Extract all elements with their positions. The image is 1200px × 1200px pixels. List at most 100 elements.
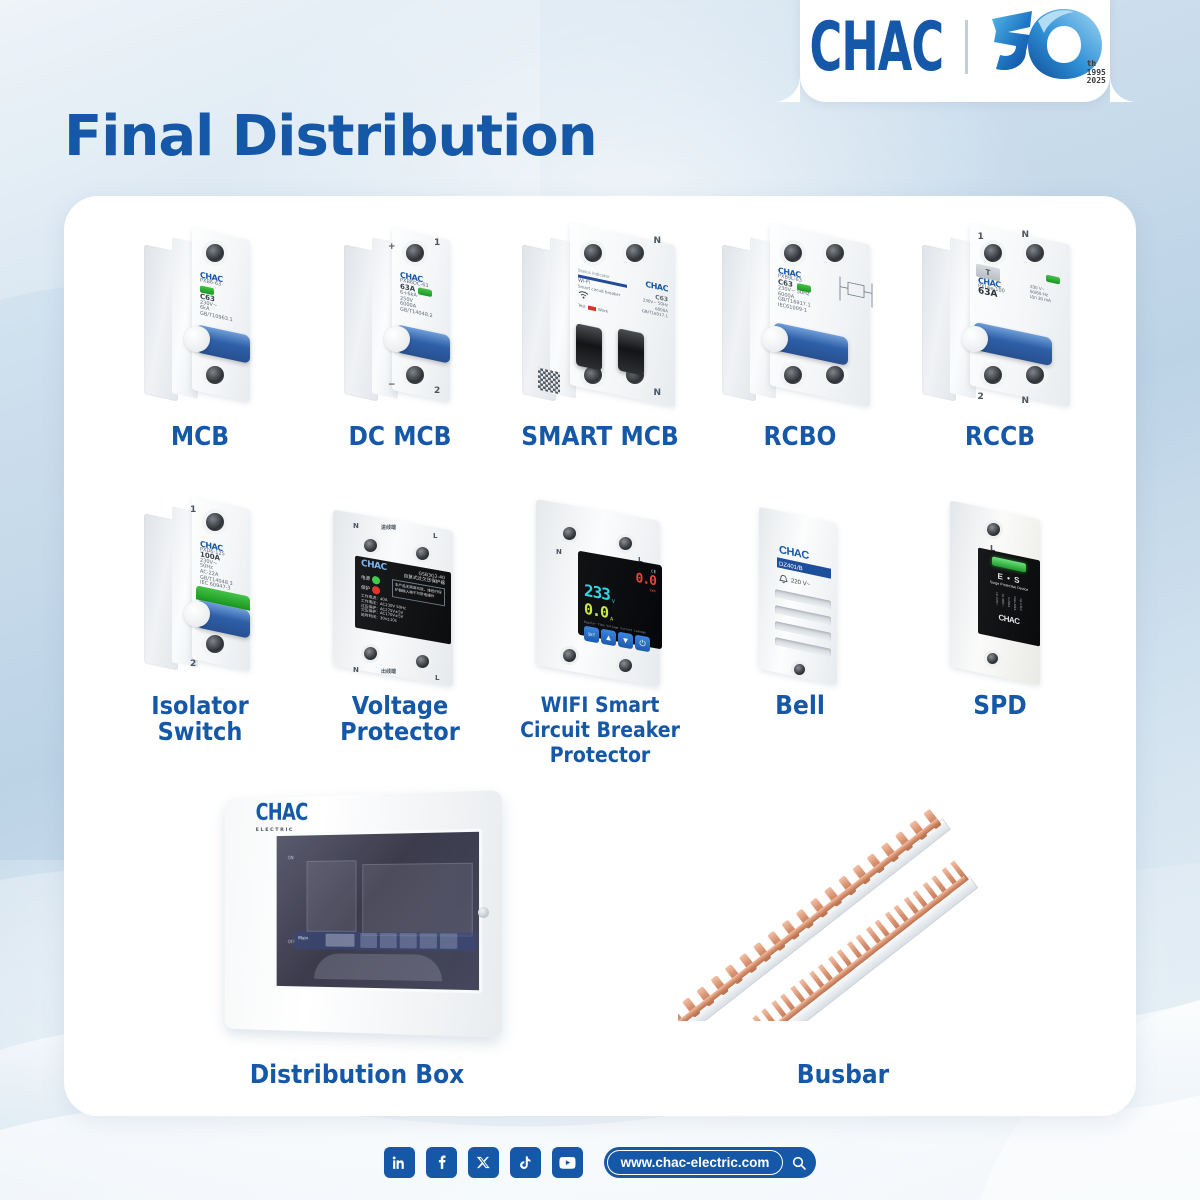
- wb-legend-1: Time: [597, 622, 605, 628]
- product-label-voltage-protector: Voltage Protector: [340, 691, 460, 746]
- wifi-smart-breaker-icon: N L CE 0.0 kWh 233 V 0.0: [530, 499, 670, 687]
- wb-legend-4: Leakage: [634, 628, 646, 635]
- product-label-dc-mcb: DC MCB: [348, 422, 452, 452]
- product-label-bell: Bell: [775, 691, 825, 721]
- spd-spec-0: Un 275V~: [995, 592, 999, 607]
- product-label-busbar: Busbar: [796, 1060, 890, 1090]
- wifi-icon: [578, 291, 588, 299]
- logo-divider: [964, 20, 968, 74]
- dbox-main-label: Main: [298, 935, 309, 941]
- website-url-text[interactable]: www.chac-electric.com: [606, 1150, 784, 1175]
- wb-legend-3: Current: [620, 626, 633, 633]
- wb-legend-0: Regular: [584, 619, 596, 626]
- product-label-distribution-box: Distribution Box: [249, 1060, 465, 1090]
- dbox-lock-knob[interactable]: [478, 906, 489, 918]
- wb-button-up[interactable]: ▲: [601, 628, 616, 647]
- spd-status-window: [992, 556, 1026, 573]
- rcbo-circuit-diagram-icon: [839, 276, 872, 308]
- smart-qr-code-icon: [537, 367, 560, 395]
- anniversary-30-icon: [991, 8, 1102, 79]
- smart-terminal-n-bottom: N: [653, 388, 662, 398]
- product-label-rcbo: RCBO: [763, 422, 837, 452]
- tiktok-icon[interactable]: [509, 1147, 541, 1178]
- vp-brand: CHAC: [361, 558, 387, 574]
- linkedin-icon[interactable]: [383, 1147, 415, 1178]
- vp-power-label-cn: 电源: [361, 575, 371, 583]
- page-title: Final Distribution: [64, 104, 598, 169]
- bell-module-icon: CHAC DZ401/B 220 V~: [745, 506, 855, 686]
- product-rccb[interactable]: 1 N 2 N T CHAC PXL6e-100 63A 230 V~ 50/6…: [900, 212, 1100, 450]
- vp-protect-label-cn: 保护: [361, 585, 371, 593]
- product-distribution-box[interactable]: CHAC ELECTRIC ON OFF Main: [114, 781, 600, 1088]
- product-mcb[interactable]: CHAC PXB6-63 C63 230V~ 6kA GB/T10963.1 M…: [100, 212, 300, 450]
- product-label-wifi-smart-breaker: WIFI Smart Circuit Breaker Protector: [520, 693, 680, 767]
- wb-voltage-unit: V: [611, 598, 615, 606]
- product-label-isolator-switch: Isolator Switch: [151, 691, 249, 746]
- smart-work-label: Work: [597, 306, 608, 314]
- dbox-brand: CHAC: [255, 798, 308, 826]
- spd-spec-1: Uc 385V~: [1001, 593, 1005, 608]
- rccb-terminal-1: 1: [977, 232, 984, 242]
- vp-terminal-out-cn: 出线端: [381, 669, 397, 675]
- dc-terminal-2: 2: [434, 386, 441, 396]
- product-dc-mcb[interactable]: + 1 − 2 CHAC PXB6DC-63 63A 6+6kA 250V 60…: [300, 212, 500, 450]
- product-label-spd: SPD: [973, 691, 1027, 721]
- vp-terminal-n-bottom: N: [353, 666, 359, 674]
- dc-terminal-plus: +: [388, 242, 396, 252]
- product-row-3: CHAC ELECTRIC ON OFF Main: [64, 781, 1136, 1110]
- isolator-terminal-2: 2: [190, 659, 197, 669]
- product-voltage-protector[interactable]: N 进线端 L CHAC GSB3G2-40 自复式过欠压保护器: [300, 486, 500, 745]
- search-icon[interactable]: [785, 1149, 812, 1176]
- wb-button-set[interactable]: SET: [584, 625, 599, 644]
- product-busbar[interactable]: Busbar: [600, 781, 1086, 1110]
- rccb-terminal-2: 2: [977, 392, 984, 402]
- spd-spec-4: Up 1.5kV: [1019, 598, 1023, 612]
- distribution-box-icon: CHAC ELECTRIC ON OFF Main: [207, 789, 507, 1039]
- smart-mcb-2p-icon: N N Status indicator CHAC Wi-Fi Smart ci…: [518, 222, 683, 412]
- anniversary-year-from: 1995: [1086, 67, 1106, 77]
- product-label-smart-mcb: SMART MCB: [521, 422, 679, 452]
- vp-terminal-l-bottom: L: [435, 674, 440, 682]
- smart-terminal-n-top: N: [653, 236, 662, 246]
- dc-terminal-minus: −: [388, 380, 396, 390]
- rcbo-2p-icon: CHAC PXB9L-63 C63 230V~ 50Hz 6000A GB/T1…: [718, 223, 883, 412]
- voltage-protector-icon: N 进线端 L CHAC GSB3G2-40 自复式过欠压保护器: [325, 509, 475, 687]
- vp-terminal-l-top: L: [433, 532, 438, 540]
- wb-terminal-l-top: L: [638, 556, 643, 564]
- wb-button-down[interactable]: ▼: [618, 631, 633, 650]
- dbox-on-label: ON: [287, 854, 294, 860]
- rccb-terminal-n2: N: [1021, 396, 1030, 406]
- footer-bar: www.chac-electric.com: [0, 1147, 1200, 1178]
- product-wifi-smart-breaker[interactable]: N L CE 0.0 kWh 233 V 0.0: [500, 486, 700, 768]
- facebook-icon[interactable]: [425, 1147, 457, 1178]
- smart-brand: CHAC: [644, 279, 668, 294]
- wb-button-power[interactable]: ⏻: [635, 634, 650, 653]
- spd-terminal-l: L: [990, 544, 996, 553]
- dc-terminal-1: 1: [434, 238, 441, 248]
- brand-wordmark: CHAC: [809, 7, 945, 87]
- wb-legend-2: Voltage: [606, 623, 619, 630]
- product-spd[interactable]: L E • S Surge Protective Device Un 275V~…: [900, 486, 1100, 719]
- product-isolator-switch[interactable]: 1 2 CHAC PXD6-125 100A 230V~ 50Hz AC-22A…: [100, 486, 300, 745]
- anniversary-years: th 1995 2025: [1086, 59, 1106, 86]
- anniversary-mark: th 1995 2025: [986, 5, 1106, 88]
- vp-terminal-in-cn: 进线端: [381, 525, 397, 531]
- anniversary-th: th: [1086, 59, 1097, 68]
- brand-logo-badge: CHAC th 1995 2025: [774, 0, 1136, 102]
- vp-terminal-n-top: N: [353, 522, 359, 530]
- wb-current-unit: A: [610, 616, 614, 623]
- product-row-1: CHAC PXB6-63 C63 230V~ 6kA GB/T10963.1 M…: [64, 212, 1136, 450]
- product-label-mcb: MCB: [170, 422, 230, 452]
- isolator-terminal-1: 1: [190, 505, 197, 515]
- youtube-icon[interactable]: [551, 1147, 583, 1178]
- product-smart-mcb[interactable]: N N Status indicator CHAC Wi-Fi Smart ci…: [500, 212, 700, 450]
- product-bell[interactable]: CHAC DZ401/B 220 V~: [700, 486, 900, 719]
- x-twitter-icon[interactable]: [467, 1147, 499, 1178]
- product-rcbo[interactable]: CHAC PXB9L-63 C63 230V~ 50Hz 6000A GB/T1…: [700, 212, 900, 450]
- spd-spec-2: In 20kA: [1007, 596, 1011, 608]
- website-url-pill[interactable]: www.chac-electric.com: [603, 1147, 817, 1178]
- wb-current-value: 0.0: [584, 599, 609, 622]
- product-label-rccb: RCCB: [964, 422, 1036, 452]
- products-card: CHAC PXB6-63 C63 230V~ 6kA GB/T10963.1 M…: [64, 196, 1136, 1116]
- product-row-2: 1 2 CHAC PXD6-125 100A 230V~ 50Hz AC-22A…: [64, 486, 1136, 768]
